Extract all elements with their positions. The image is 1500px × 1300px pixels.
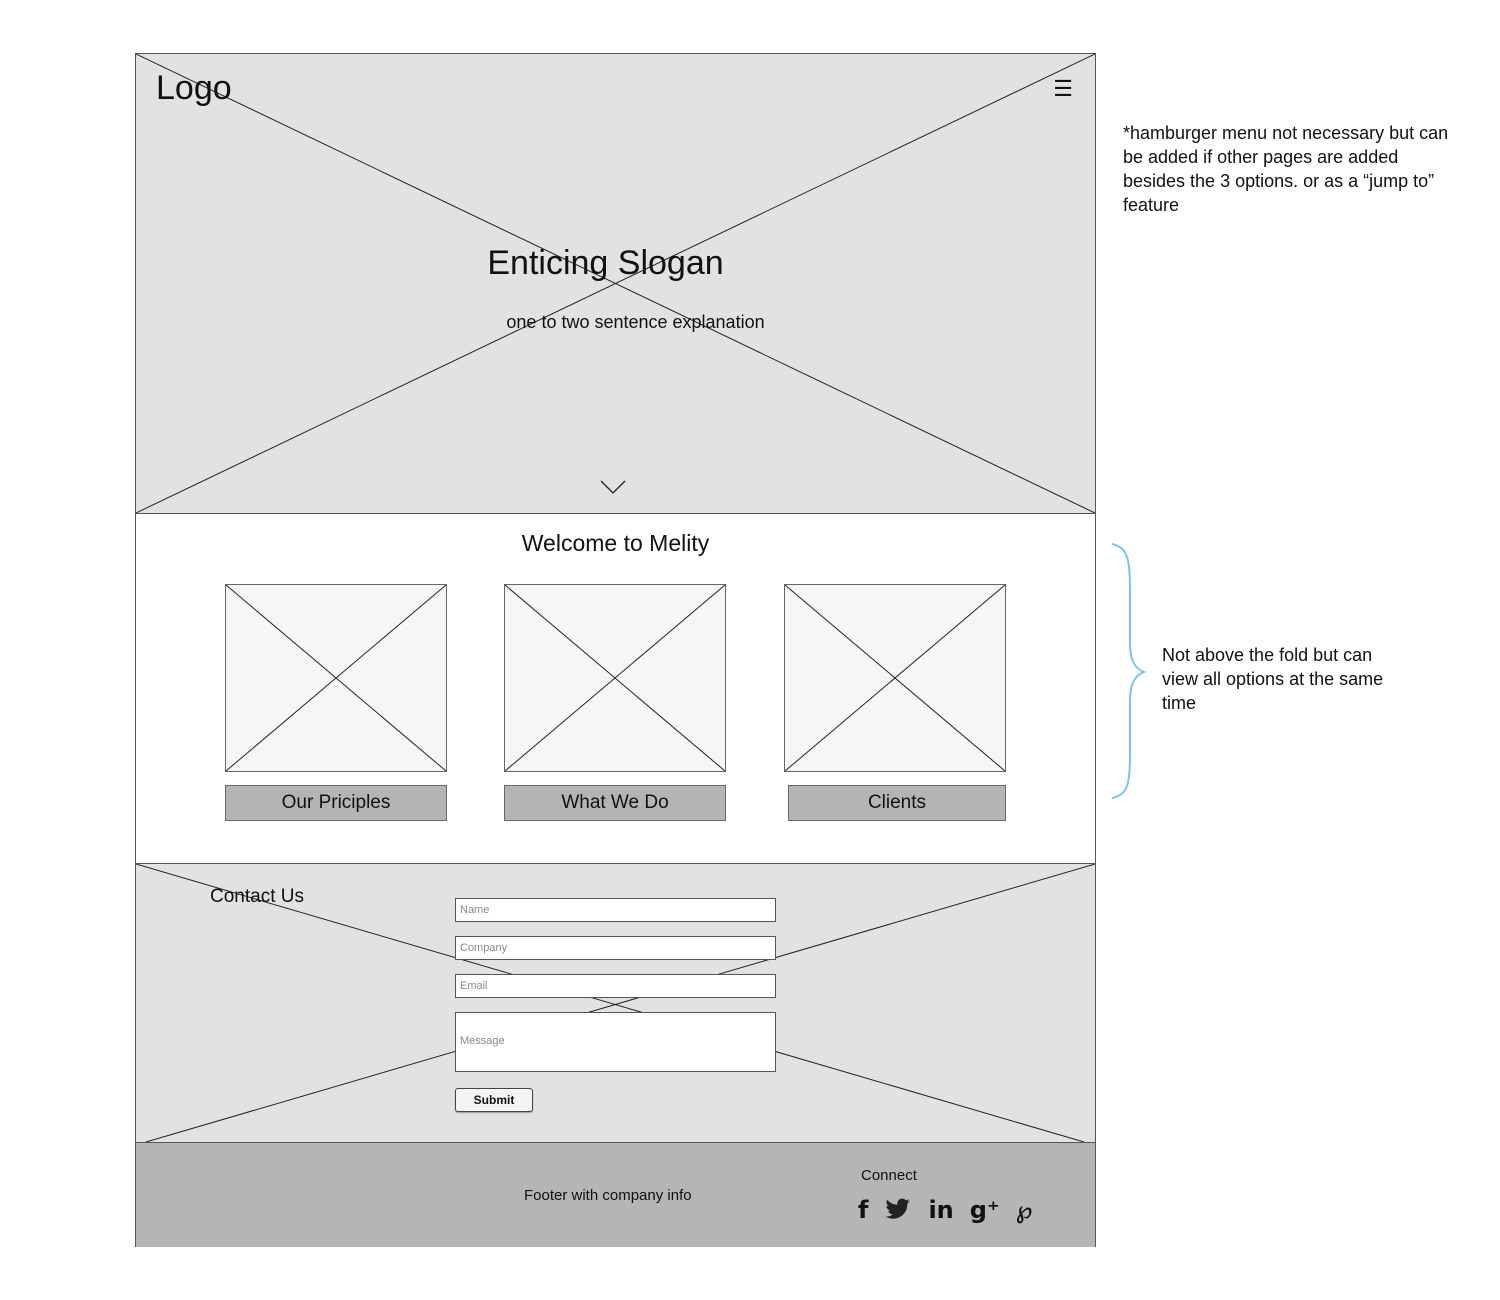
linkedin-icon[interactable]: in [928,1196,954,1224]
twitter-icon[interactable] [884,1195,912,1230]
google-plus-icon[interactable]: g⁺ [969,1196,1000,1224]
hamburger-icon[interactable]: ☰ [1053,76,1073,101]
brace-annotation [1111,543,1147,799]
hero-explanation: one to two sentence explanation [506,312,765,332]
facebook-icon[interactable]: f [858,1196,869,1224]
hamburger-annotation: *hamburger menu not necessary but can be… [1123,123,1449,215]
card-image-placeholder [225,584,447,772]
email-field[interactable]: Email [455,974,776,998]
contact-section: Contact Us Name Company Email Message Su… [136,864,1095,1142]
footer: Footer with company info Connect f in g⁺… [136,1142,1095,1247]
hero-slogan: Enticing Slogan [487,244,724,282]
logo[interactable]: Logo [156,69,232,107]
card-clients[interactable]: Clients [784,584,1006,821]
contact-title: Contact Us [210,886,304,907]
what-we-do-button[interactable]: What We Do [504,785,726,821]
fold-annotation: Not above the fold but can view all opti… [1162,645,1384,713]
hero-section: Logo ☰ Enticing Slogan one to two senten… [136,54,1095,514]
name-field[interactable]: Name [455,898,776,922]
image-placeholder-cross [136,864,1095,1142]
card-our-principles[interactable]: Our Priciples [225,584,447,821]
image-placeholder-cross [136,54,1095,513]
welcome-section: Welcome to Melity Our Priciples What We … [136,514,1095,864]
footer-company-info: Footer with company info [524,1187,692,1204]
message-field[interactable]: Message [455,1012,776,1072]
social-links: f in g⁺ ℘ [858,1195,1032,1230]
chevron-down-icon[interactable] [600,479,626,495]
our-principles-button[interactable]: Our Priciples [225,785,447,821]
pinterest-icon[interactable]: ℘ [1015,1196,1033,1224]
card-image-placeholder [504,584,726,772]
submit-button[interactable]: Submit [455,1088,533,1112]
card-what-we-do[interactable]: What We Do [504,584,726,821]
welcome-title: Welcome to Melity [521,530,710,556]
clients-button[interactable]: Clients [788,785,1006,821]
wireframe-page: Logo ☰ Enticing Slogan one to two senten… [135,53,1096,1247]
connect-label: Connect [861,1167,917,1184]
company-field[interactable]: Company [455,936,776,960]
card-image-placeholder [784,584,1006,772]
